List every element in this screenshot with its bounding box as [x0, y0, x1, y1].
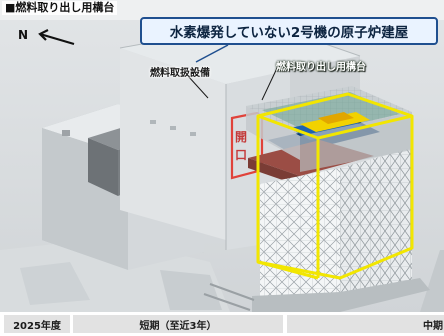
timeline-short-term: 短期（至近3年） [73, 315, 283, 333]
fuel-handling-equipment-label: 燃料取扱設備 [150, 68, 210, 79]
opening-label: 開 口 [234, 128, 248, 164]
opening-char-2: 口 [234, 148, 247, 162]
section-title: ■燃料取り出し用構台 [2, 1, 118, 15]
timeline-bar: 2025年度 短期（至近3年） 中期 [0, 312, 444, 336]
fuel-removal-structure-label: 燃料取り出し用構台 [276, 62, 366, 73]
north-label: N [18, 28, 29, 42]
opening-char-1: 開 [234, 130, 247, 144]
callout-label: 水素爆発していない2号機の原子炉建屋 [140, 17, 438, 45]
timeline-year: 2025年度 [4, 315, 70, 333]
timeline-mid-term: 中期 [287, 315, 444, 333]
